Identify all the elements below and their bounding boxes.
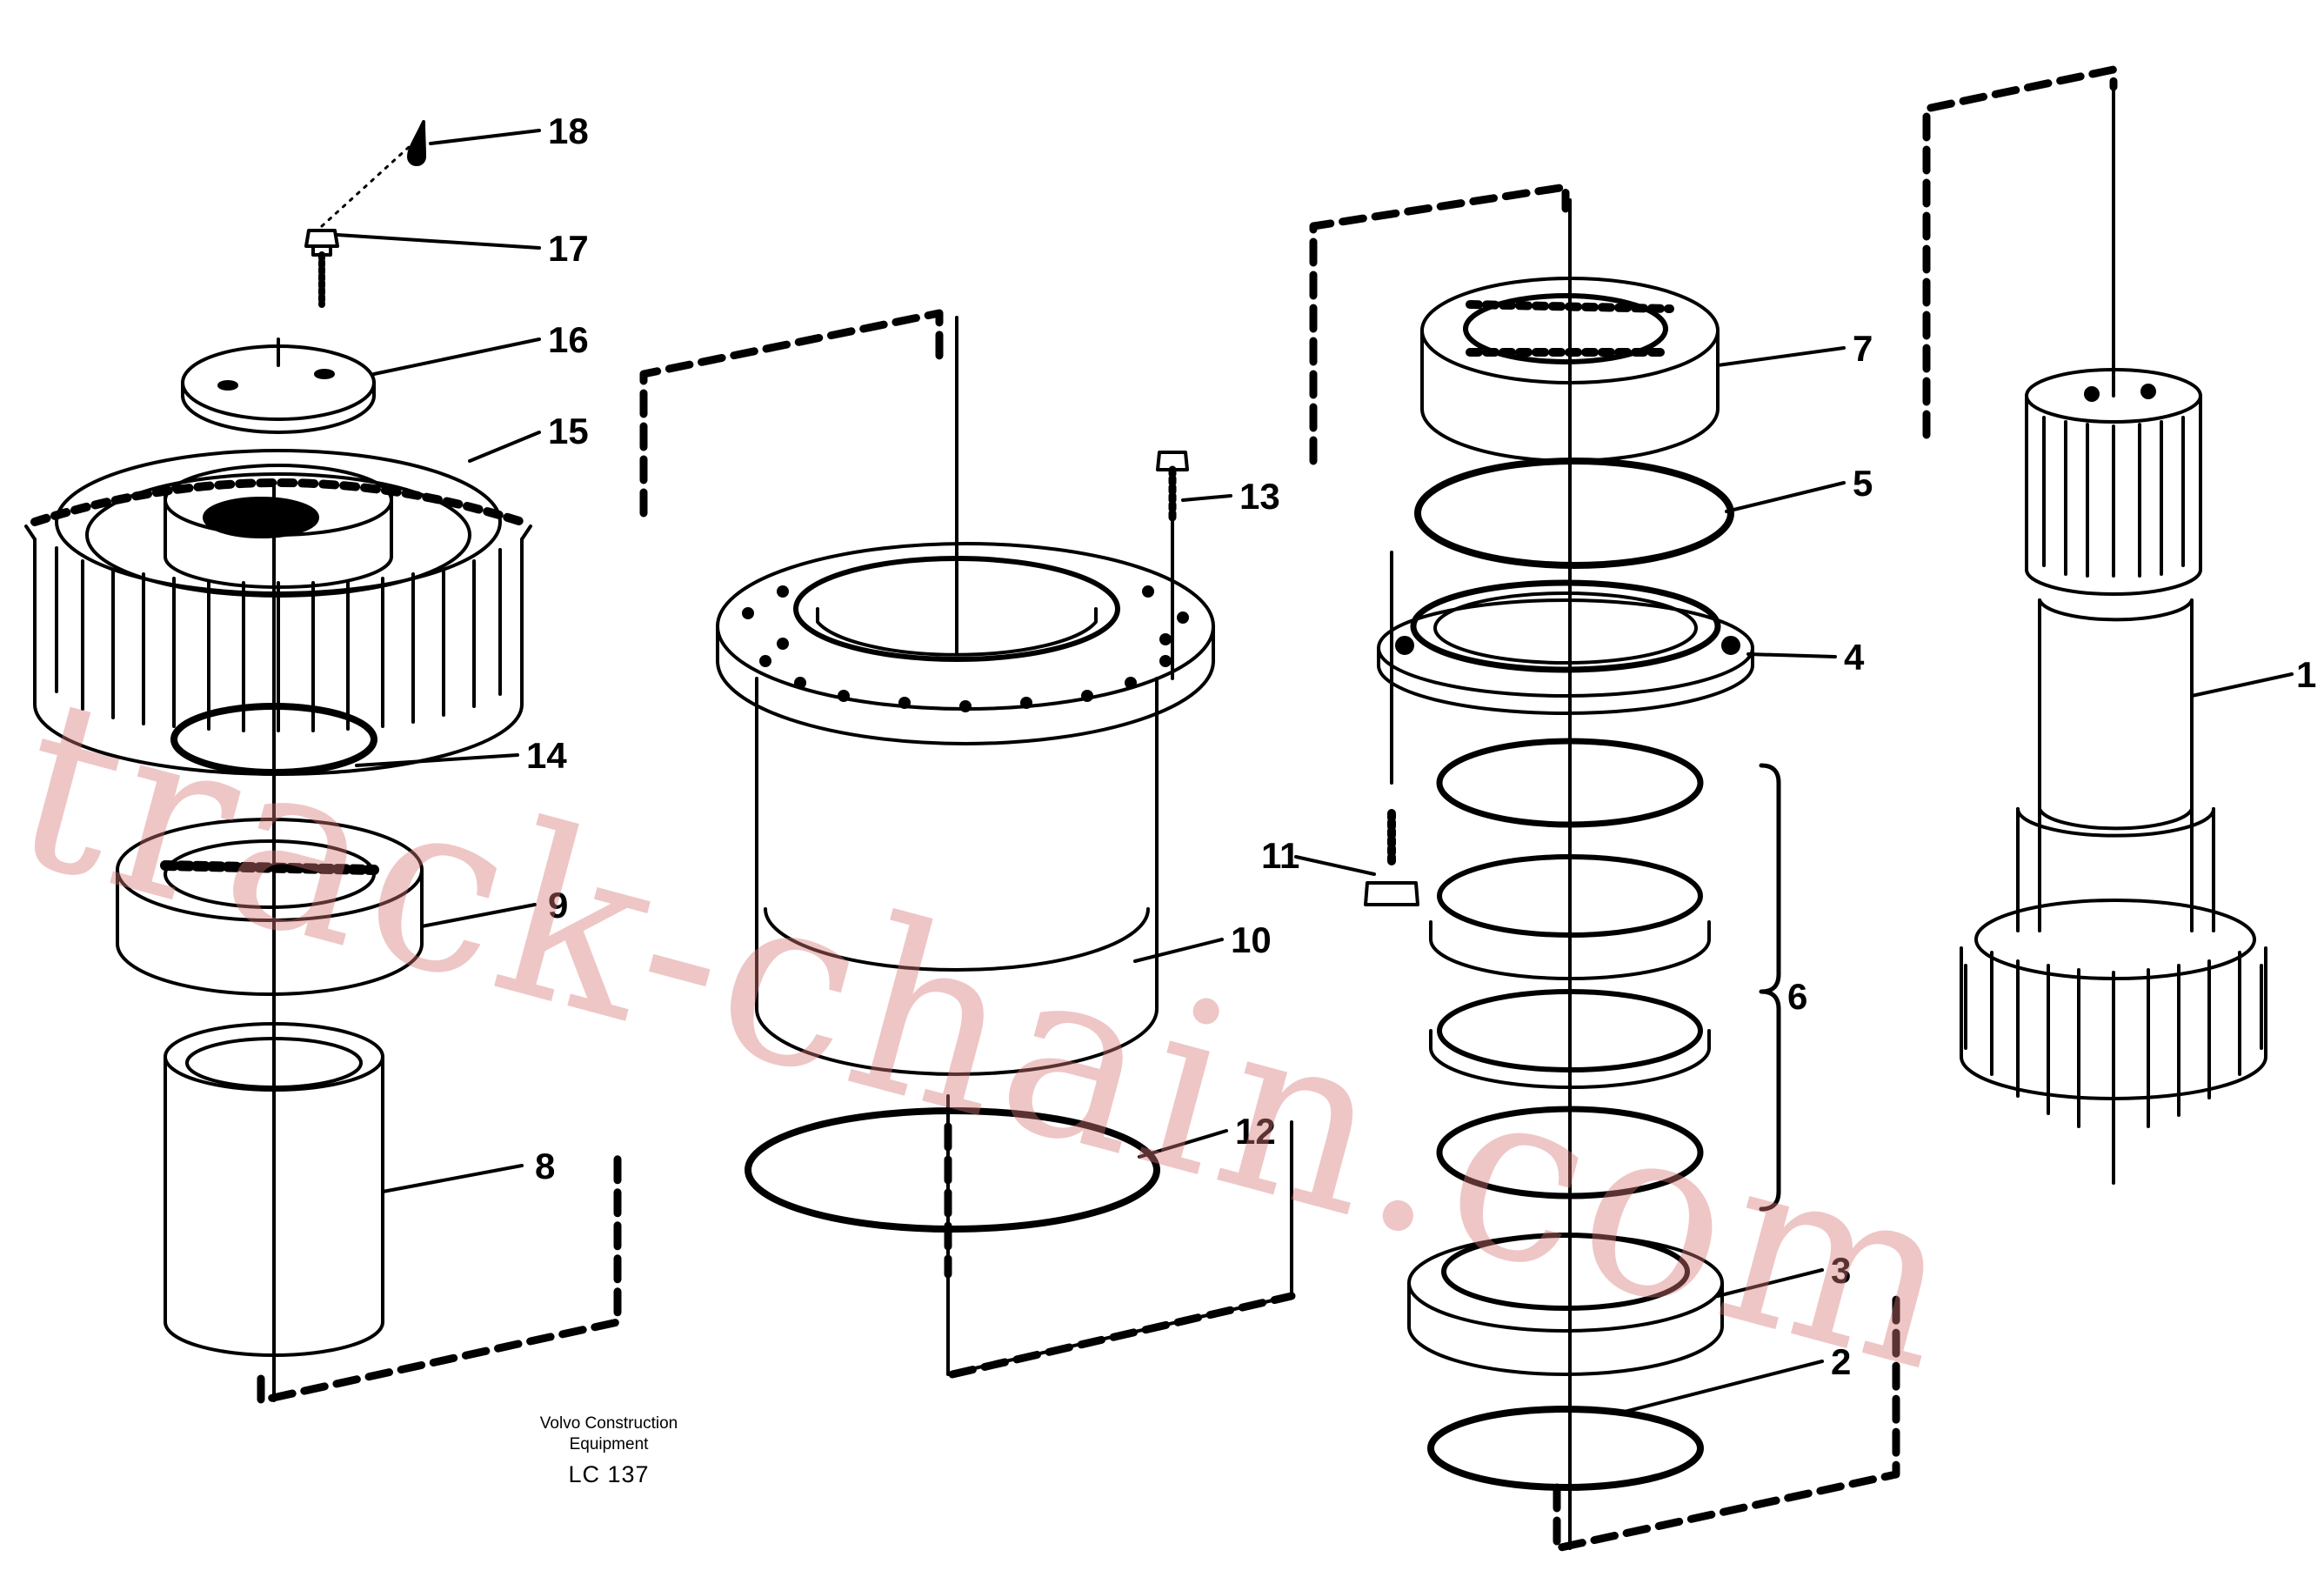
part-number-11: 11 [1261,835,1299,876]
part-number-8: 8 [535,1146,555,1186]
part-number-18: 18 [548,110,589,151]
leader-16 [372,337,541,376]
part-number-5: 5 [1853,463,1873,504]
o-ring-12-icon [745,1107,1160,1233]
leader-14 [355,753,519,767]
bearing-9-icon [116,818,424,996]
leader-3 [1716,1268,1824,1298]
leader-7 [1716,346,1846,367]
leader-1 [2190,672,2294,698]
part-number-16: 16 [548,319,589,360]
dashed-boundary-middle [639,309,944,518]
o-ring-2-icon [1427,1406,1704,1491]
leader-15 [468,431,541,463]
ring-5-icon [1414,458,1734,569]
leader-9 [420,903,537,928]
part-number-12: 12 [1235,1111,1276,1152]
part-number-17: 17 [548,228,589,269]
flange-seal-4-icon [1377,579,1754,715]
part-number-2: 2 [1831,1341,1851,1382]
middle-assembly [639,309,1296,1379]
bearing-stack-assembly [1294,183,1900,1553]
dashed-boundary-left [257,1144,622,1405]
leader-8 [381,1164,524,1193]
dashed-boundary-shaft [1922,65,2118,439]
leader-13 [1181,494,1232,502]
part-number-14: 14 [526,735,567,776]
part-number-9: 9 [548,885,568,925]
washer-plate-16-icon [181,337,376,434]
part-number-15: 15 [548,411,589,451]
leader-11 [1294,855,1376,876]
seal-3-icon [1407,1233,1724,1376]
bolt-holes [742,585,1189,712]
caption-code: LC 137 [568,1461,650,1487]
leader-17 [336,233,541,250]
bolt-13-icon [1156,451,1189,680]
leader-10 [1133,938,1224,963]
part-number-6: 6 [1787,976,1807,1017]
part-number-13: 13 [1239,476,1280,517]
part-number-1: 1 [2296,654,2316,695]
brace-6 [1759,763,1781,1212]
diagram-caption: Volvo Construction Equipment LC 137 [470,1413,748,1493]
dashed-boundary-stack-top [1309,183,1570,465]
dashed-boundary-stack-bottom [1553,1292,1900,1553]
screw-17-icon [304,229,339,308]
part-number-10: 10 [1231,919,1272,960]
gear-15-icon [24,449,532,776]
part-number-4: 4 [1844,637,1865,678]
snap-ring-14-icon [170,703,377,776]
sleeve-8-icon [164,1022,384,1357]
leader-2 [1616,1360,1824,1415]
roller-bearing-7-icon [1420,277,1720,463]
pinion-shaft-1-icon [1960,368,2267,1137]
part-number-labels: 1 2 3 4 5 6 7 8 9 10 11 12 13 14 15 16 1… [526,110,2316,1382]
seal-set-6-icon [1429,738,1781,1212]
caption-line-2: Equipment [569,1435,649,1453]
part-number-7: 7 [1853,328,1873,369]
caption-line-1: Volvo Construction [539,1414,678,1433]
leader-5 [1725,481,1846,513]
bolt-11-icon [1364,551,1419,906]
housing-10-icon [716,542,1215,1076]
center-axis-middle-bottom-dash [948,1292,1296,1379]
leader-4 [1746,652,1837,658]
leader-12 [1138,1129,1228,1159]
part-number-3: 3 [1831,1250,1851,1291]
left-assembly [24,120,622,1405]
leader-18 [429,129,541,145]
shaft-assembly [1922,65,2294,1185]
droplet-leader [320,137,419,228]
lubricant-droplet-icon [407,120,426,166]
